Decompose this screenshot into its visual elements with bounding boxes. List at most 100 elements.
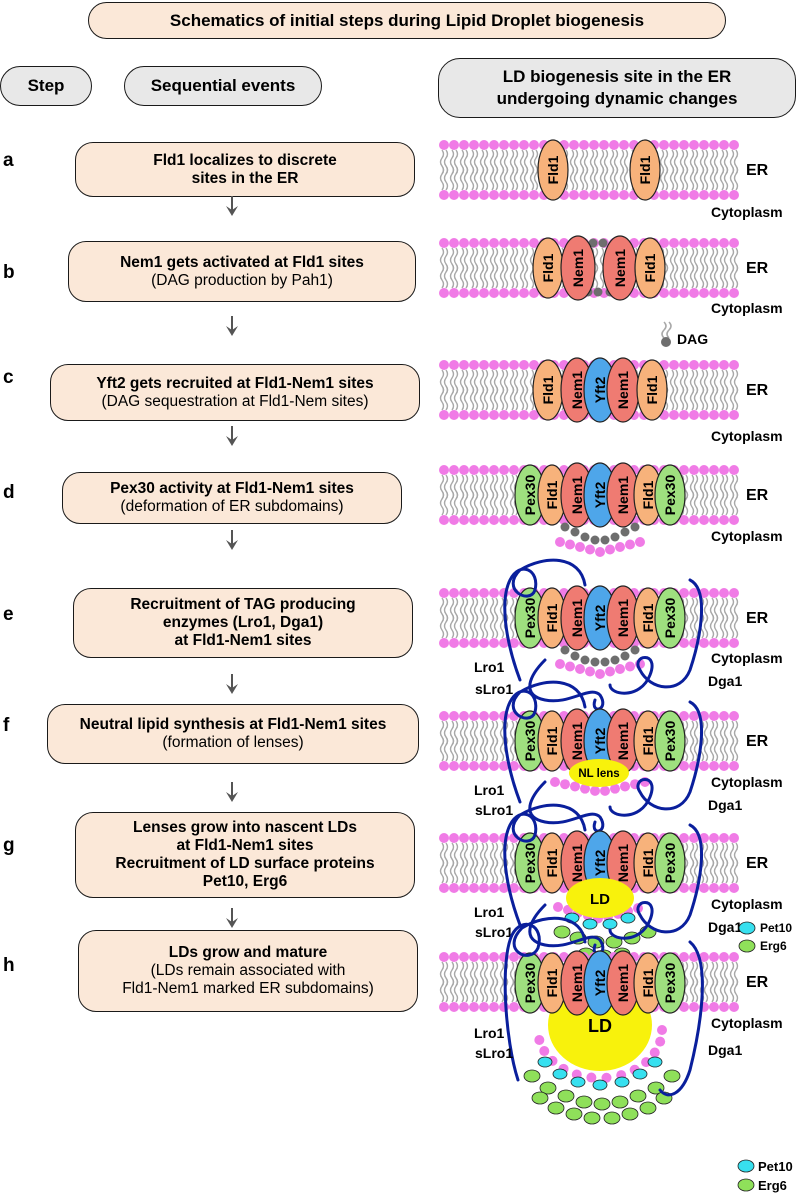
dga1-label: Dga1 [708, 1042, 742, 1058]
surface-proteins [523, 1056, 681, 1125]
event-text: at Fld1-Nem1 sites [176, 837, 314, 854]
event-text: enzymes (Lro1, Dga1) [162, 614, 324, 631]
step-letter-e: e [3, 604, 14, 625]
cytoplasm-label: Cytoplasm [711, 204, 783, 220]
erg6-legend-label: Erg6 [760, 939, 787, 953]
pet10-legend-icon [737, 1159, 755, 1173]
header-ld-biogenesis-site: LD biogenesis site in the ER undergoing … [438, 58, 796, 118]
event-text: Pex30 activity at Fld1-Nem1 sites [110, 480, 354, 497]
yft2-protein: Yft2 [583, 462, 617, 528]
pet10-legend-icon [738, 921, 756, 935]
dag-label: DAG [677, 331, 708, 347]
nem1-protein-label: Nem1 [615, 476, 631, 514]
nem1-protein: Nem1 [606, 585, 640, 651]
fld1-protein-label: Fld1 [544, 603, 560, 632]
dag-cluster [560, 645, 640, 667]
fld1-protein-label: Fld1 [640, 848, 656, 877]
fld1-protein: Fld1 [537, 952, 567, 1014]
step-arrow [226, 908, 238, 928]
nem1-protein: Nem1 [606, 950, 640, 1016]
fld1-protein-label: Fld1 [540, 253, 556, 282]
nem1-protein: Nem1 [560, 235, 596, 301]
er-label: ER [746, 382, 769, 399]
step-letter-g: g [3, 835, 15, 856]
fld1-protein-label: Fld1 [642, 253, 658, 282]
step-letter-b: b [3, 262, 15, 283]
pex30-protein-label: Pex30 [662, 963, 678, 1004]
pex30-protein: Pex30 [514, 832, 546, 894]
dga1-label: Dga1 [708, 919, 742, 935]
fld1-protein-label: Fld1 [544, 848, 560, 877]
deformed-leaflet [555, 537, 645, 557]
nem1-protein-label: Nem1 [569, 476, 585, 514]
event-box-f: Neutral lipid synthesis at Fld1-Nem1 sit… [47, 704, 419, 764]
nem1-protein-label: Nem1 [615, 722, 631, 760]
slro1-label: sLro1 [475, 802, 513, 818]
nem1-protein: Nem1 [560, 357, 594, 423]
pet10-legend-label: Pet10 [758, 1159, 793, 1174]
step-arrow [226, 674, 238, 694]
fld1-protein-label: Fld1 [544, 968, 560, 997]
ld-label: LD [588, 1016, 612, 1036]
cytoplasm-label: Cytoplasm [711, 1015, 783, 1031]
event-box-h: LDs grow and mature(LDs remain associate… [78, 930, 418, 1012]
fld1-protein: Fld1 [532, 359, 564, 421]
step-arrow [226, 426, 238, 446]
er-label: ER [746, 974, 769, 991]
yft2-protein-label: Yft2 [592, 605, 608, 632]
fld1-protein-label: Fld1 [545, 155, 561, 184]
event-text: Fld1 localizes to discrete [153, 151, 337, 169]
cytoplasm-label: Cytoplasm [711, 428, 783, 444]
header-step: Step [0, 66, 92, 106]
event-text: Recruitment of TAG producing [130, 596, 356, 613]
fld1-protein: Fld1 [629, 139, 661, 201]
dga1-label: Dga1 [708, 797, 742, 813]
nem1-protein-label: Nem1 [570, 249, 586, 287]
slro1-label: sLro1 [475, 924, 513, 940]
yft2-protein: Yft2 [583, 585, 617, 651]
nl-lens [569, 759, 629, 787]
fld1-protein-label: Fld1 [640, 726, 656, 755]
step-arrow [226, 782, 238, 802]
pex30-protein: Pex30 [654, 832, 686, 894]
step-arrow [226, 316, 238, 336]
event-box-c: Yft2 gets recruited at Fld1-Nem1 sites(D… [50, 364, 420, 421]
pex30-protein-label: Pex30 [522, 475, 538, 516]
nem1-protein: Nem1 [560, 585, 594, 651]
event-text: Yft2 gets recruited at Fld1-Nem1 sites [96, 374, 374, 392]
fld1-protein: Fld1 [532, 237, 564, 299]
pex30-protein: Pex30 [654, 952, 686, 1014]
fld1-protein-label: Fld1 [544, 726, 560, 755]
nem1-protein-label: Nem1 [569, 371, 585, 409]
nem1-protein-label: Nem1 [615, 964, 631, 1002]
step-letter-a: a [3, 150, 14, 171]
cytoplasm-label: Cytoplasm [711, 650, 783, 666]
pex30-protein-label: Pex30 [662, 721, 678, 762]
fld1-protein: Fld1 [633, 832, 663, 894]
dag-cluster [560, 522, 640, 545]
fld1-protein: Fld1 [537, 832, 567, 894]
diagram-title: Schematics of initial steps during Lipid… [88, 2, 726, 39]
slro1-label: sLro1 [475, 681, 513, 697]
event-text: (formation of lenses) [162, 734, 304, 751]
enzymes-e [503, 558, 703, 711]
event-text: Recruitment of LD surface proteins [115, 855, 375, 872]
fld1-protein-label: Fld1 [644, 375, 660, 404]
yft2-protein-label: Yft2 [592, 377, 608, 404]
er-label: ER [746, 487, 769, 504]
yft2-protein-label: Yft2 [592, 850, 608, 877]
deformed-leaflet [555, 659, 645, 679]
erg6-legend-icon [738, 939, 756, 953]
lro1-label: Lro1 [474, 904, 505, 920]
nem1-protein: Nem1 [606, 357, 640, 423]
step-letter-h: h [3, 955, 15, 976]
erg6-legend-label: Erg6 [758, 1178, 787, 1193]
fld1-protein-label: Fld1 [637, 155, 653, 184]
nem1-protein-label: Nem1 [569, 964, 585, 1002]
event-box-b: Nem1 gets activated at Fld1 sites(DAG pr… [68, 241, 416, 302]
pex30-protein-label: Pex30 [662, 843, 678, 884]
pex30-protein-label: Pex30 [522, 963, 538, 1004]
dag-legend-icon [661, 321, 672, 347]
